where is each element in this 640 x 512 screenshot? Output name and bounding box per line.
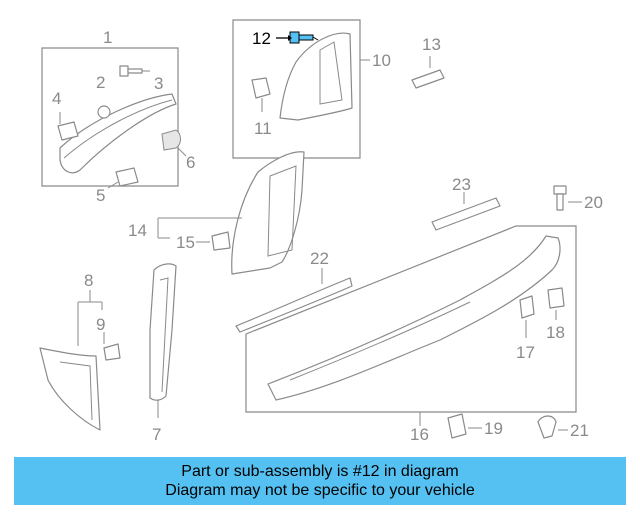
part-11-clip bbox=[251, 77, 271, 112]
banner-line-1: Part or sub-assembly is #12 in diagram bbox=[181, 463, 459, 480]
part-21-clip bbox=[537, 415, 568, 439]
callout-17[interactable]: 17 bbox=[516, 343, 535, 362]
callout-8[interactable]: 8 bbox=[84, 271, 93, 290]
callout-14[interactable]: 14 bbox=[128, 221, 147, 240]
callout-16[interactable]: 16 bbox=[410, 425, 429, 444]
callout-22[interactable]: 22 bbox=[310, 249, 329, 268]
part-4-clip bbox=[57, 112, 79, 141]
info-banner: Part or sub-assembly is #12 in diagram D… bbox=[14, 457, 626, 505]
callout-10[interactable]: 10 bbox=[372, 51, 391, 70]
callout-20[interactable]: 20 bbox=[584, 193, 603, 212]
part-19-clip bbox=[447, 413, 482, 439]
part-22-strip bbox=[235, 268, 353, 333]
part-23-strip bbox=[431, 192, 501, 231]
part-12-bolt-highlighted[interactable] bbox=[276, 31, 319, 44]
callout-19[interactable]: 19 bbox=[484, 419, 503, 438]
part-10-pillar-trim bbox=[279, 32, 353, 121]
part-3-bolt bbox=[119, 65, 150, 77]
callout-21[interactable]: 21 bbox=[570, 421, 589, 440]
part-2-bolt bbox=[97, 105, 111, 119]
part-15-clip bbox=[196, 231, 231, 251]
part-13-trim-piece bbox=[411, 56, 445, 89]
part-7-pillar-trim bbox=[149, 263, 177, 401]
part-1-trim bbox=[59, 93, 177, 174]
callout-2[interactable]: 2 bbox=[96, 73, 105, 92]
callout-5[interactable]: 5 bbox=[96, 186, 105, 205]
callout-18[interactable]: 18 bbox=[546, 323, 565, 342]
part-18-clip bbox=[547, 287, 565, 320]
part-8-kick-panel bbox=[39, 347, 101, 431]
callout-1[interactable]: 1 bbox=[103, 28, 112, 47]
part-9-clip bbox=[103, 332, 121, 361]
callout-7[interactable]: 7 bbox=[152, 425, 161, 444]
part-6-cap bbox=[161, 129, 187, 157]
callout-23[interactable]: 23 bbox=[452, 175, 471, 194]
callout-12[interactable]: 12 bbox=[252, 29, 271, 48]
banner-line-2: Diagram may not be specific to your vehi… bbox=[165, 482, 475, 499]
callout-15[interactable]: 15 bbox=[176, 233, 195, 252]
group-box-16 bbox=[245, 225, 577, 413]
callout-11[interactable]: 11 bbox=[254, 119, 272, 138]
part-17-clip bbox=[519, 295, 535, 338]
callout-13[interactable]: 13 bbox=[422, 35, 441, 54]
part-20-bolt bbox=[553, 185, 582, 211]
callout-4[interactable]: 4 bbox=[52, 89, 61, 108]
part-5-clip bbox=[107, 167, 139, 189]
callout-6[interactable]: 6 bbox=[186, 153, 195, 172]
parts-diagram: 1 2 3 4 5 6 10 11 bbox=[39, 19, 603, 444]
group-box-10 bbox=[232, 19, 361, 159]
callout-3[interactable]: 3 bbox=[154, 74, 163, 93]
callout-9[interactable]: 9 bbox=[96, 315, 105, 334]
